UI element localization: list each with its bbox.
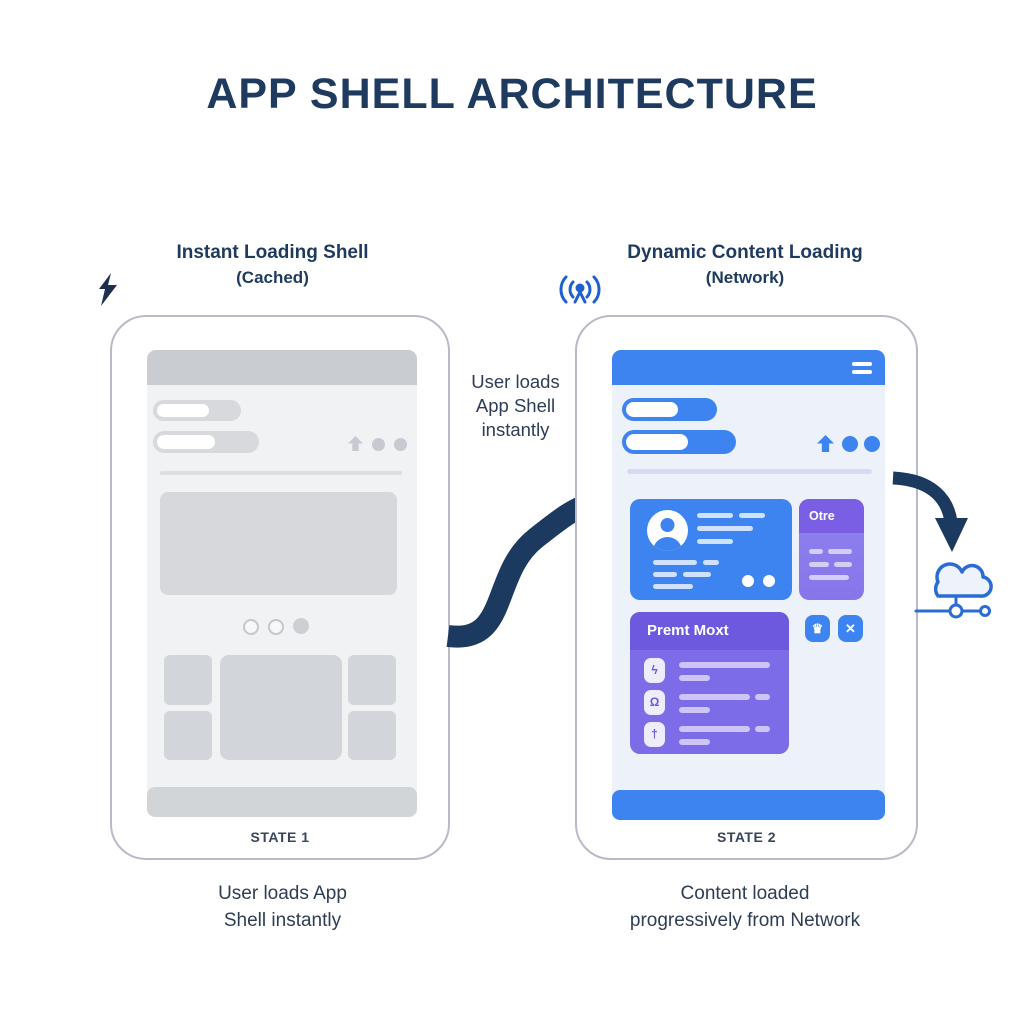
right-phone-screen: Otre Premt Moxt ϟ Ω † [612,350,885,820]
list-card: Premt Moxt ϟ Ω † [630,612,789,754]
side-card-title: Otre [799,499,864,533]
skeleton-grid-right-bottom [348,711,396,760]
lightning-icon [96,273,120,307]
card-dot-1 [742,575,754,587]
list-item-icon-3: † [644,722,665,747]
skeleton-grid-left-bottom [164,711,212,760]
hamburger-menu-icon [852,362,872,374]
middle-annotation-line3: instantly [481,419,550,440]
badge-icon: ♛ [811,621,824,636]
cloud-network-icon [908,540,1003,625]
close-button: ✕ [838,615,863,642]
middle-annotation-line2: App Shell [475,395,556,416]
state1-label: STATE 1 [250,829,310,845]
skeleton-grid-left-top [164,655,212,705]
state2-label: STATE 2 [717,829,776,845]
carousel-dot-filled [293,618,309,634]
right-phone-frame: Otre Premt Moxt ϟ Ω † [575,315,918,860]
left-caption: User loads App Shell instantly [115,880,450,934]
app-header-bar [612,350,885,385]
list-card-title: Premt Moxt [630,612,789,650]
content-dot-2 [864,436,880,452]
skeleton-pill-2 [153,431,259,453]
network-arrow [888,462,983,567]
right-caption-line2: progressively from Network [629,910,861,931]
page-title: APP SHELL ARCHITECTURE [206,70,818,118]
avatar-icon [647,510,688,551]
content-divider [627,469,872,474]
right-caption-line1: Content loaded [680,883,810,904]
skeleton-pill-1 [153,400,241,421]
card-dot-2 [763,575,775,587]
close-icon: ✕ [845,621,856,636]
badge-button: ♛ [805,615,830,642]
list-item-icon-1: ϟ [644,658,665,683]
skeleton-hero-block [160,492,397,595]
carousel-dot-outline-1 [243,619,259,635]
middle-annotation: User loads App Shell instantly [448,370,583,442]
left-phone-frame [110,315,450,860]
side-card: Otre [799,499,864,600]
left-caption-line2: Shell instantly [223,910,342,931]
list-item-icon-2: Ω [644,690,665,715]
middle-annotation-line1: User loads [471,371,560,392]
content-dot-1 [842,436,858,452]
skeleton-dot-1 [372,438,385,451]
skeleton-footer-bar [147,787,417,817]
right-heading-text: Dynamic Content Loading [627,242,863,263]
content-pill-1 [622,398,717,421]
left-phone-screen [147,350,417,817]
broadcast-icon [556,274,604,306]
left-caption-line1: User loads App [218,883,347,904]
content-pill-2 [622,430,736,454]
app-footer-bar [612,790,885,820]
left-subheading-text: (Cached) [236,268,309,287]
skeleton-grid-right-top [348,655,396,705]
right-section-heading: Dynamic Content Loading (Network) [565,240,925,290]
left-heading-text: Instant Loading Shell [176,242,369,263]
skeleton-header-bar [147,350,417,385]
skeleton-grid-center [220,655,342,760]
skeleton-divider [160,471,402,475]
skeleton-up-arrow-icon [348,436,363,451]
carousel-dot-outline-2 [268,619,284,635]
right-caption: Content loaded progressively from Networ… [560,880,930,934]
profile-card [630,499,792,600]
skeleton-dot-2 [394,438,407,451]
content-up-arrow-icon [817,435,834,452]
right-subheading-text: (Network) [705,268,785,287]
left-section-heading: Instant Loading Shell (Cached) [100,240,445,290]
